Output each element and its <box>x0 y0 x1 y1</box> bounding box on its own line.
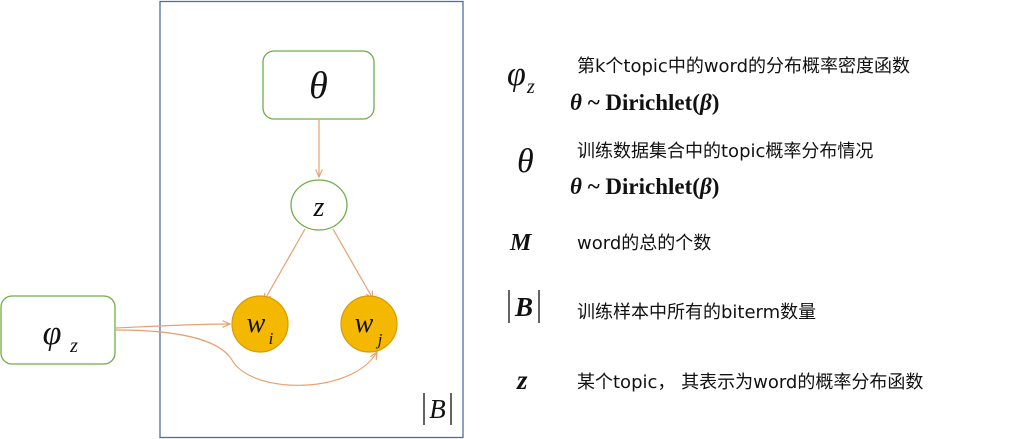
svg-text:w: w <box>247 308 266 339</box>
legend-m: M word的总的个数 <box>509 230 711 256</box>
svg-text:φ: φ <box>43 315 62 352</box>
edge-phi-wi <box>115 324 230 329</box>
legend-z-symbol: z <box>516 365 528 395</box>
plate-b <box>159 0 464 439</box>
legend-b-symbol: B <box>514 292 533 322</box>
edge-phi-wj <box>115 329 377 386</box>
legend-b-description: 训练样本中所有的biterm数量 <box>577 302 816 323</box>
legend-b: B 训练样本中所有的biterm数量 <box>508 290 816 323</box>
node-z: z <box>290 179 348 231</box>
svg-text:i: i <box>269 329 274 348</box>
legend-phi: φ z 第k个topic中的word的分布概率密度函数 θ ~ Dirichle… <box>507 56 910 115</box>
legend-m-symbol: M <box>509 230 533 256</box>
legend-phi-description: 第k个topic中的word的分布概率密度函数 <box>577 56 910 77</box>
node-theta: θ <box>262 50 375 120</box>
legend-theta-symbol: θ <box>517 143 534 180</box>
svg-text:B: B <box>429 394 446 424</box>
plate-label: B <box>423 393 452 425</box>
legend-phi-symbol: φ <box>507 56 526 93</box>
svg-text:w: w <box>355 308 374 339</box>
legend-theta-formula: θ ~ Dirichlet(β) <box>570 174 719 199</box>
legend-m-description: word的总的个数 <box>577 233 711 254</box>
node-phi: φ z <box>0 295 116 365</box>
legend-theta-description: 训练数据集合中的topic概率分布情况 <box>577 141 873 162</box>
legend-theta: θ 训练数据集合中的topic概率分布情况 θ ~ Dirichlet(β) <box>517 141 873 199</box>
legend-z-description: 某个topic， 其表示为word的概率分布函数 <box>577 372 923 393</box>
legend-phi-formula: θ ~ Dirichlet(β) <box>570 90 719 115</box>
legend-phi-subscript: z <box>526 76 535 98</box>
legend-z: z 某个topic， 其表示为word的概率分布函数 <box>516 365 923 395</box>
node-wj: w j <box>340 295 398 353</box>
svg-text:θ: θ <box>309 65 328 107</box>
svg-text:j: j <box>376 330 383 349</box>
edge-z-wi <box>264 228 306 301</box>
edge-z-wj <box>332 228 373 299</box>
node-wi: w i <box>231 295 289 353</box>
svg-text:z: z <box>313 192 325 223</box>
svg-text:z: z <box>69 335 78 357</box>
